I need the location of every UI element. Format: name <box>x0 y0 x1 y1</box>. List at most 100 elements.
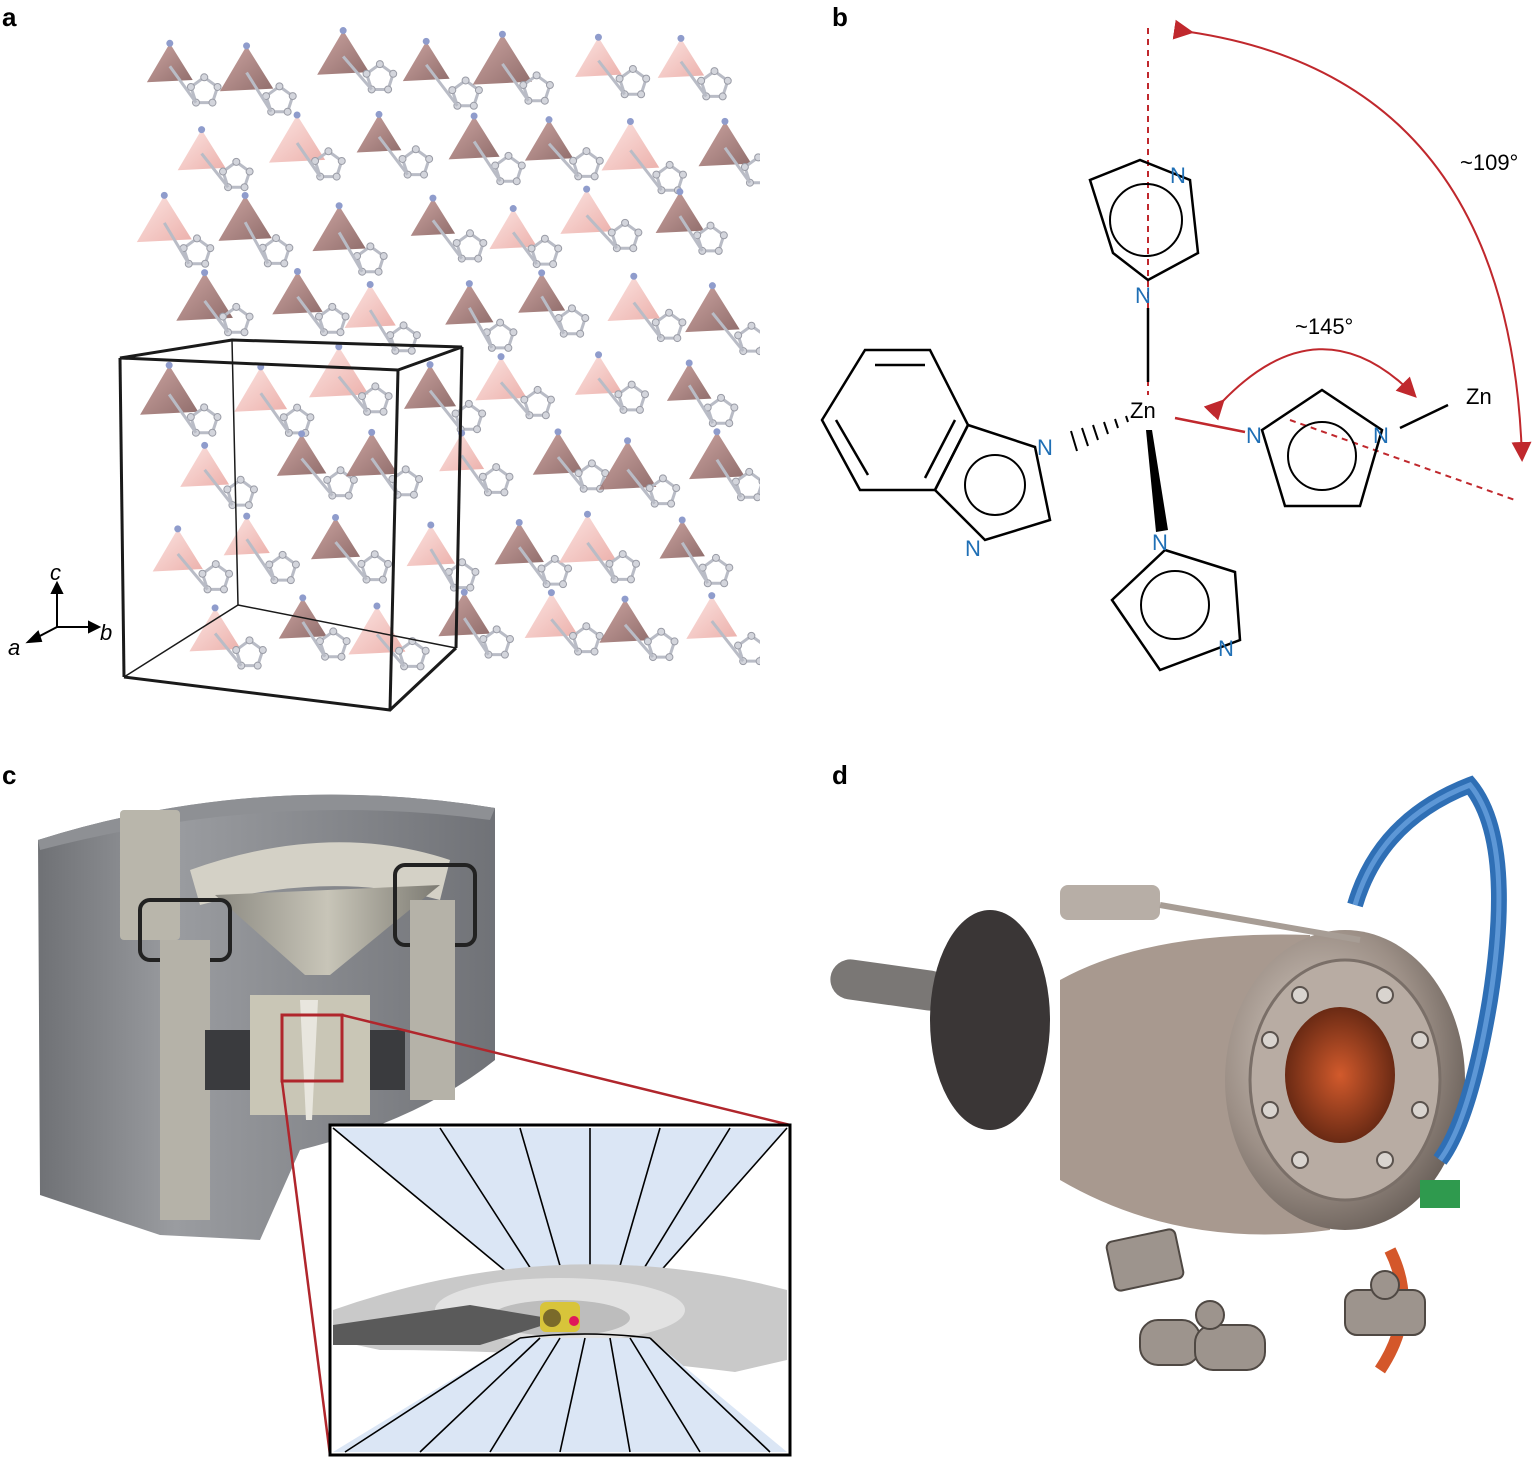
zn-tetrahedron <box>472 34 533 85</box>
nitrogen-atom <box>332 513 340 521</box>
nitrogen-atom <box>335 202 343 210</box>
atom <box>448 86 457 95</box>
bond <box>626 468 656 505</box>
atom <box>272 234 281 243</box>
atom <box>186 413 195 422</box>
right-post <box>410 900 455 1100</box>
nitrogen-atom <box>713 428 721 436</box>
bond <box>176 552 209 591</box>
atom <box>478 409 487 418</box>
atom <box>567 304 576 313</box>
atom <box>375 60 384 69</box>
angle-arc-109 <box>1172 19 1532 462</box>
zn-tetrahedron <box>310 517 361 560</box>
atom <box>211 560 220 569</box>
zn-tetrahedron <box>410 198 456 236</box>
nitrogen-atom <box>160 191 168 199</box>
atom <box>595 156 604 165</box>
nitrogen-atom <box>676 188 684 196</box>
atom <box>517 161 526 170</box>
bond <box>429 548 456 589</box>
atom <box>564 564 573 573</box>
zn-tetrahedron <box>136 195 192 243</box>
atom <box>283 107 292 116</box>
atom <box>198 569 207 578</box>
panel-c-pressure-cell-render <box>38 794 792 1457</box>
atom <box>341 312 350 321</box>
bond <box>678 215 704 252</box>
nitrogen-atom <box>299 594 307 602</box>
bond <box>501 63 530 102</box>
window <box>1285 1007 1395 1143</box>
nitrogen-atom <box>678 516 686 524</box>
atom <box>637 90 646 99</box>
atom <box>755 347 760 356</box>
atom <box>213 413 222 422</box>
atom-n-bridge-right: N <box>1373 423 1389 448</box>
atom <box>416 662 425 671</box>
atom <box>635 405 644 414</box>
atom <box>362 69 371 78</box>
atom <box>337 652 346 661</box>
atom <box>344 491 353 500</box>
atom <box>670 637 679 646</box>
atom <box>218 167 227 176</box>
atom <box>332 172 341 181</box>
zn-tetrahedron <box>176 272 233 321</box>
nitrogen-atom <box>198 126 206 134</box>
ruby-sphere <box>569 1316 579 1326</box>
nitrogen-atom <box>211 604 219 612</box>
atom <box>532 71 541 80</box>
atom <box>582 622 591 631</box>
atom <box>370 550 379 559</box>
atom <box>734 641 743 650</box>
zn-tetrahedron <box>532 431 584 475</box>
atom <box>574 469 583 478</box>
atom <box>253 661 262 670</box>
atom-n-benz-lower: N <box>965 536 981 561</box>
atom <box>411 145 420 154</box>
bond <box>370 457 399 496</box>
nitrogen-atom <box>429 194 437 202</box>
zn-tetrahedron <box>180 445 230 487</box>
angle-label-109: ~109° <box>1460 150 1518 175</box>
bond <box>468 307 494 349</box>
atom <box>384 85 393 94</box>
zn-tetrahedron <box>524 119 574 161</box>
nitrogen-atom <box>375 110 383 118</box>
atom <box>337 156 346 165</box>
bond <box>518 546 548 586</box>
nitrogen-atom <box>497 353 505 361</box>
bond <box>679 60 708 98</box>
atom <box>389 69 398 78</box>
atom <box>541 411 550 420</box>
zn-tetrahedron <box>558 514 617 563</box>
cone <box>215 885 440 975</box>
atom <box>673 334 682 343</box>
zn-tetrahedron <box>489 208 538 250</box>
atom <box>621 218 630 227</box>
zn-tetrahedron <box>356 114 402 153</box>
bond <box>342 55 373 91</box>
zn-tetrahedron <box>448 115 500 160</box>
atom <box>323 475 332 484</box>
atom <box>469 101 478 110</box>
nitrogen-atom <box>554 428 562 436</box>
bond <box>213 632 243 667</box>
bond <box>687 384 715 424</box>
zn-tetrahedron <box>348 606 406 655</box>
atom-n-bottom-upper: N <box>1152 530 1168 555</box>
gas-fitting <box>1060 885 1160 920</box>
zn-tetrahedron <box>345 432 398 477</box>
nitrogen-atom <box>595 351 603 359</box>
nitrogen-atom <box>594 33 602 41</box>
atom-zn-center: Zn <box>1130 398 1156 423</box>
atom <box>618 550 627 559</box>
angle-label-145: ~145° <box>1295 314 1353 339</box>
atom <box>407 346 416 355</box>
bond <box>245 71 273 113</box>
bond <box>723 146 752 184</box>
bond <box>167 393 198 434</box>
atom <box>714 246 723 255</box>
zn-tetrahedron <box>268 114 326 163</box>
